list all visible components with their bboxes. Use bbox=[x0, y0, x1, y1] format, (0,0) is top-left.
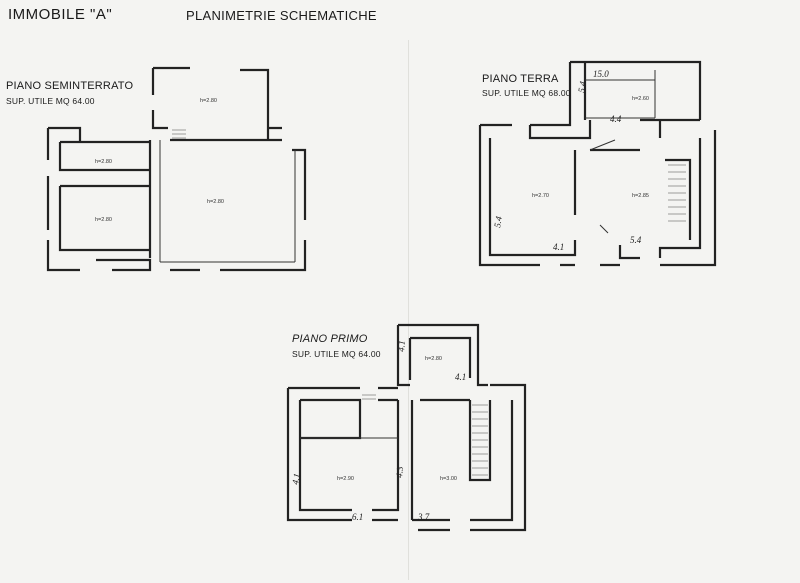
plan-seminterrato-title: PIANO SEMINTERRATO bbox=[6, 80, 134, 92]
plan-terra-drawing bbox=[478, 60, 717, 267]
seminterrato-room-3-label: h=2.80 bbox=[95, 217, 112, 223]
plan-primo-title: PIANO PRIMO bbox=[292, 333, 368, 345]
primo-room-1-label: h=2.80 bbox=[425, 356, 442, 362]
plan-seminterrato-area: SUP. UTILE MQ 64.00 bbox=[6, 96, 95, 106]
plan-primo-drawing bbox=[286, 323, 527, 532]
seminterrato-room-1-label: h=2.80 bbox=[200, 98, 217, 104]
primo-note-5: 4.3 bbox=[394, 466, 405, 479]
terra-note-3: 4.4 bbox=[610, 114, 622, 124]
primo-note-6: 3.7 bbox=[417, 512, 430, 522]
plan-primo-area: SUP. UTILE MQ 64.00 bbox=[292, 349, 381, 359]
seminterrato-room-2-label: h=2.80 bbox=[95, 159, 112, 165]
primo-note-4: 6.1 bbox=[352, 512, 363, 522]
terra-note-6: 5.4 bbox=[630, 235, 642, 245]
terra-note-4: 5.4 bbox=[492, 215, 504, 228]
plan-terra-title: PIANO TERRA bbox=[482, 73, 559, 85]
terra-room-2-label: h=2.70 bbox=[532, 193, 549, 199]
primo-room-3-label: h=3.00 bbox=[440, 476, 457, 482]
terra-note-5: 4.1 bbox=[553, 242, 564, 252]
terra-room-3-label: h=2.85 bbox=[632, 193, 649, 199]
plan-terra-area: SUP. UTILE MQ 68.00 bbox=[482, 88, 571, 98]
seminterrato-room-4-label: h=2.80 bbox=[207, 199, 224, 205]
primo-note-3: 4.1 bbox=[290, 473, 302, 486]
primo-room-2-label: h=2.90 bbox=[337, 476, 354, 482]
terra-note-1: 15.0 bbox=[593, 69, 609, 79]
primo-note-1: 4.1 bbox=[396, 340, 407, 352]
primo-note-2: 4.1 bbox=[455, 372, 466, 382]
terra-note-2: 5.4 bbox=[576, 80, 588, 93]
document-title: IMMOBILE "A" bbox=[8, 6, 113, 23]
terra-room-1-label: h=2.60 bbox=[632, 96, 649, 102]
page-fold bbox=[408, 40, 409, 580]
plan-seminterrato-drawing bbox=[46, 66, 307, 272]
document-subtitle: PLANIMETRIE SCHEMATICHE bbox=[186, 8, 377, 23]
